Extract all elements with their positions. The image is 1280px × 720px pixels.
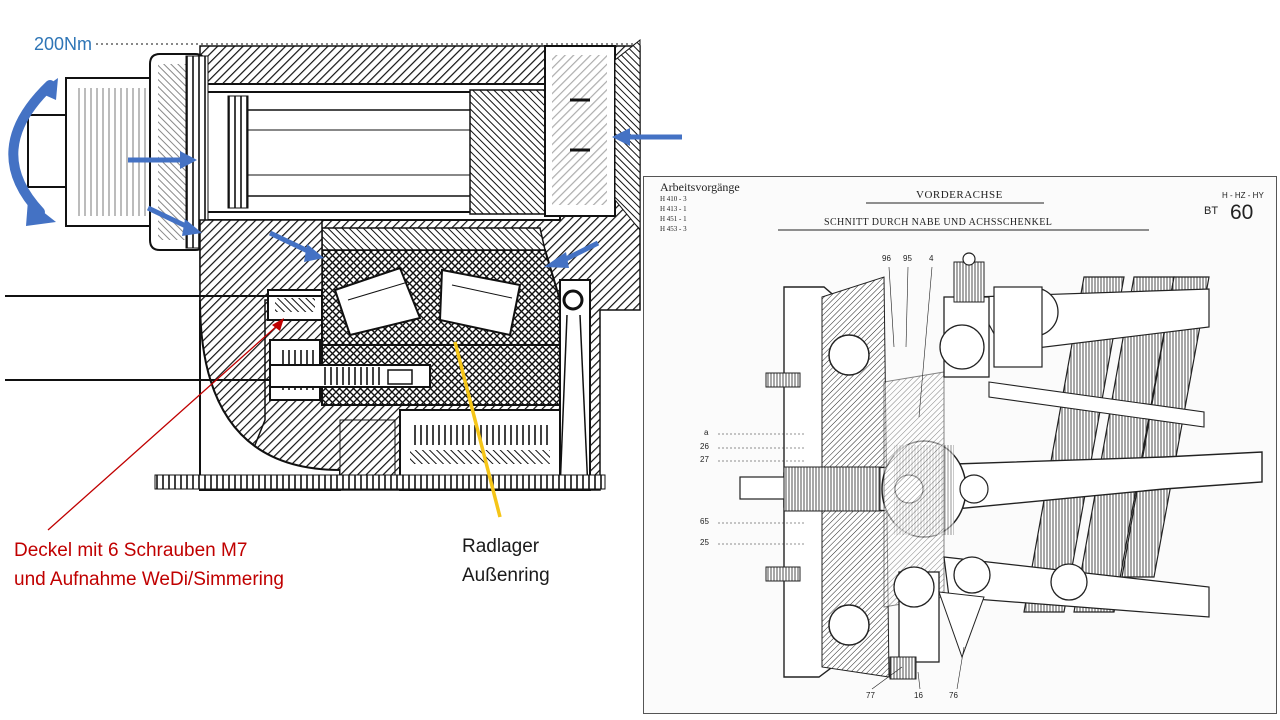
bearing-line-1: Radlager bbox=[462, 536, 540, 557]
torque-top-head bbox=[38, 78, 58, 100]
part-number-76: 76 bbox=[949, 691, 958, 700]
part-number-25: 25 bbox=[700, 538, 709, 547]
torque-arrowhead bbox=[26, 200, 56, 226]
arrow-diagonal-bearing bbox=[268, 230, 314, 256]
cover-leader-line bbox=[47, 324, 279, 531]
part-number-65: 65 bbox=[700, 517, 709, 526]
leader-lines bbox=[47, 318, 502, 531]
bearing-description: Radlager Außenring bbox=[462, 532, 550, 590]
manual-scan-panel: Arbeitsvorgänge H 410 - 3 H 413 - 1 H 45… bbox=[643, 176, 1277, 714]
part-number-96: 96 bbox=[882, 254, 891, 263]
model-code: H - HZ - HY bbox=[1222, 191, 1264, 200]
axle-section-drawing bbox=[718, 202, 1263, 690]
scan-subtitle: SCHNITT DURCH NABE UND ACHSSCHENKEL bbox=[824, 217, 1053, 228]
force-arrows-overlay bbox=[8, 78, 682, 268]
cover-line-1: Deckel mit 6 Schrauben M7 bbox=[14, 540, 248, 561]
torque-label: 200Nm bbox=[34, 34, 93, 54]
operation-code: H 410 - 3 bbox=[660, 195, 687, 203]
part-number-27: 27 bbox=[700, 455, 709, 464]
hub-cross-section-drawing bbox=[5, 38, 641, 491]
bt-number: 60 bbox=[1230, 201, 1254, 224]
cover-line-2: und Aufnahme WeDi/Simmering bbox=[14, 569, 284, 590]
bt-label: BT bbox=[1204, 205, 1219, 217]
operation-code: H 413 - 1 bbox=[660, 205, 687, 213]
operation-code: H 451 - 1 bbox=[660, 215, 687, 223]
part-number-4: 4 bbox=[929, 254, 934, 263]
torque-rotation-arrow bbox=[8, 80, 55, 217]
scan-title: VORDERACHSE bbox=[916, 189, 1003, 201]
operation-code: H 453 - 3 bbox=[660, 225, 687, 233]
arrow-diagonal-left bbox=[146, 205, 192, 231]
part-number-95: 95 bbox=[903, 254, 912, 263]
part-label-a: a bbox=[704, 428, 709, 437]
bearing-line-2: Außenring bbox=[462, 565, 550, 586]
bearing-leader-line bbox=[453, 341, 502, 518]
part-number-77: 77 bbox=[866, 691, 875, 700]
cover-description: Deckel mit 6 Schrauben M7 und Aufnahme W… bbox=[14, 536, 284, 594]
operations-heading: Arbeitsvorgänge bbox=[660, 180, 740, 194]
part-number-16: 16 bbox=[914, 691, 923, 700]
part-number-26: 26 bbox=[700, 442, 709, 451]
